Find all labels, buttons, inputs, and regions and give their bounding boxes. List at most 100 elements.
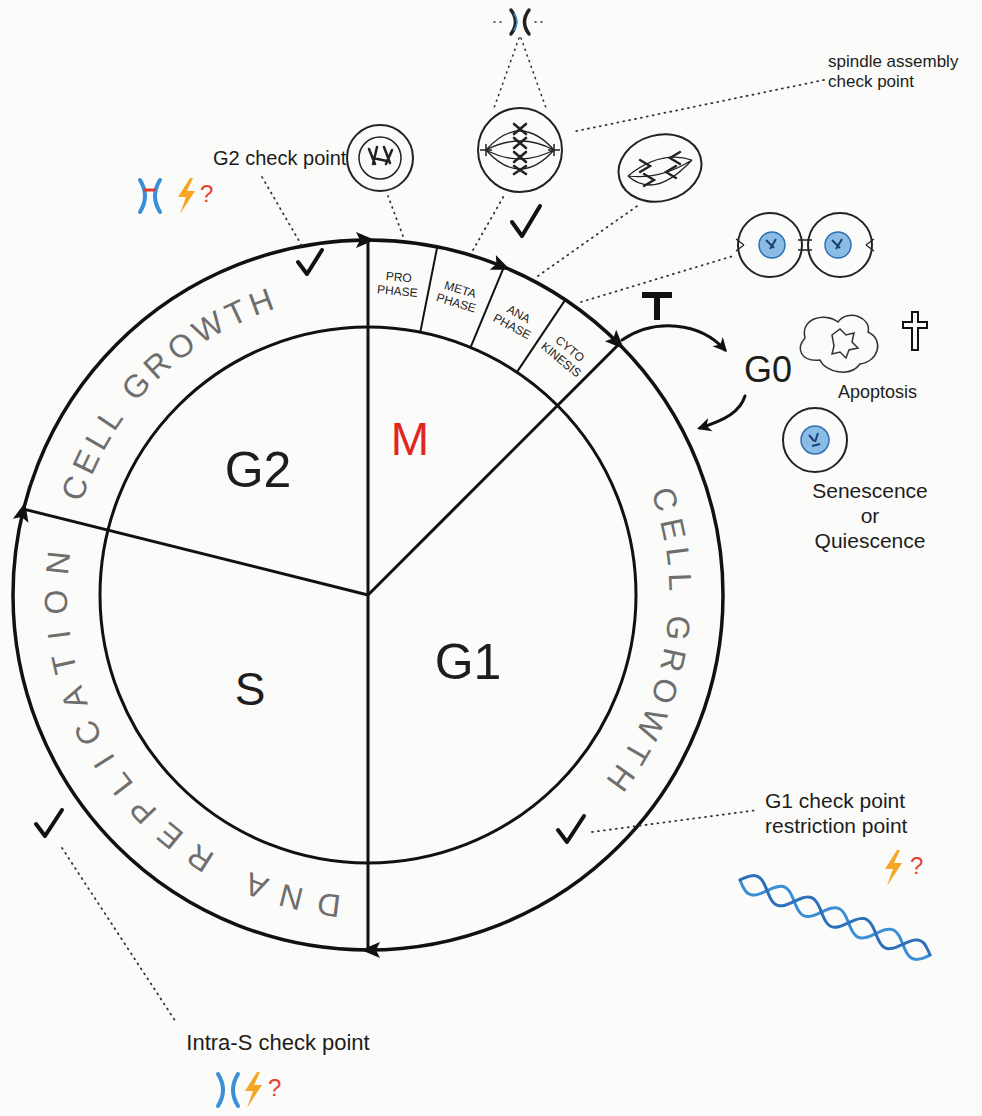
anaphase-cell — [611, 125, 709, 210]
ring-letter: R — [182, 838, 219, 877]
chromosome-detail — [494, 10, 546, 108]
arrow-head — [712, 337, 732, 357]
fate-label: Apoptosis — [838, 382, 917, 404]
ring-letter: I — [88, 748, 120, 773]
senescent-cell — [801, 426, 829, 454]
checkpoint-label: G2 check point — [213, 146, 346, 170]
telophase-cells — [766, 239, 842, 249]
ring-letter: T — [46, 651, 82, 677]
question-mark: ? — [200, 180, 213, 209]
telophase-cells — [736, 213, 874, 277]
telophase-cells — [736, 239, 874, 251]
ring-letter: A — [240, 867, 271, 905]
anaphase-cell — [628, 157, 692, 185]
ring-letter: L — [102, 768, 138, 802]
anaphase-cell — [611, 125, 709, 210]
mitosis-phase-label: PRO PHASE — [369, 269, 427, 302]
arrow-head — [356, 232, 375, 248]
arrow-head — [695, 337, 732, 436]
arrow-head — [695, 418, 713, 436]
cell-cycle-wheel — [13, 232, 723, 958]
damaged-chromosome — [140, 180, 238, 1106]
dna-helix — [740, 876, 930, 955]
arrow-head — [13, 500, 33, 522]
phase-letter: M — [391, 412, 429, 467]
anaphase-cell — [640, 152, 680, 186]
phase-divider — [24, 509, 368, 595]
arrow-head — [490, 255, 514, 277]
state-label: G0 — [744, 348, 792, 391]
death-cross — [903, 312, 927, 350]
check-mark — [298, 250, 322, 274]
metaphase-cell — [480, 144, 560, 156]
ring-letter: D — [316, 887, 343, 922]
chromosome-detail — [494, 22, 546, 108]
ring-letter: E — [151, 817, 188, 855]
senescent-cell — [783, 408, 847, 472]
lightning-symbol — [178, 178, 195, 214]
lightning-symbol — [245, 1072, 262, 1108]
ring-letter: C — [69, 716, 108, 751]
ring-letter: G — [661, 614, 695, 642]
phase-letter: G2 — [225, 440, 292, 500]
ring-letter — [216, 857, 238, 890]
ring-letter: R — [655, 645, 691, 674]
ring-letter: N — [41, 550, 75, 576]
ring-letter: L — [661, 545, 695, 567]
checkpoint-label: spindle assembly check point — [828, 52, 968, 93]
checkpoint-label: G1 check point restriction point — [765, 788, 930, 838]
checkpoint-label: Intra-S check point — [186, 1030, 369, 1056]
signpost-symbol — [642, 292, 672, 320]
check-mark — [558, 816, 584, 842]
leader-line — [62, 848, 176, 1022]
telophase-cells — [808, 213, 872, 277]
question-mark: ? — [268, 1074, 281, 1103]
prophase-cell — [347, 125, 413, 191]
check-mark — [36, 810, 62, 836]
check-mark — [36, 250, 584, 842]
mitosis-phase-label: ANA PHASE — [483, 295, 545, 346]
ring-letter: O — [40, 590, 73, 616]
dna-helix — [740, 876, 930, 960]
leader-line — [388, 196, 403, 236]
lightning-symbol — [178, 178, 902, 1108]
ring-letter: H — [601, 759, 640, 796]
arrow-head — [361, 942, 380, 958]
leader-line — [262, 177, 302, 246]
prophase-cell — [369, 147, 392, 164]
ring-letter: N — [276, 879, 306, 916]
leader-line — [538, 204, 640, 276]
mitosis-divider — [420, 247, 437, 332]
mitosis-phase-label: META PHASE — [427, 276, 489, 319]
check-mark — [512, 206, 540, 236]
senescent-cell — [809, 433, 820, 446]
apoptotic-cell — [800, 315, 877, 372]
ring-letter: A — [55, 683, 92, 714]
lightning-symbol — [885, 850, 902, 886]
prophase-cell — [347, 125, 413, 191]
ring-letter: C — [646, 483, 684, 515]
g0-arrow — [622, 326, 745, 428]
metaphase-cell — [478, 108, 562, 192]
damaged-chromosome — [145, 189, 154, 192]
leader-line — [473, 194, 505, 250]
apoptotic-cell — [800, 315, 877, 372]
arrow-head — [605, 330, 630, 355]
fate-label: Senescence or Quiescence — [806, 478, 934, 554]
chromosome-detail — [511, 10, 529, 34]
damaged-chromosome — [218, 1074, 238, 1106]
phase-divider — [367, 240, 370, 595]
ring-letter: W — [631, 704, 673, 745]
leader-line — [62, 80, 824, 1022]
metaphase-cell — [486, 131, 554, 169]
leader-line — [592, 810, 758, 832]
ring-letter: P — [124, 792, 162, 830]
phase-letter: G1 — [435, 632, 502, 692]
phase-divider — [368, 344, 619, 595]
prophase-cell — [359, 137, 401, 179]
senescent-cell — [783, 408, 847, 472]
ring-letter: H — [244, 283, 277, 321]
ring-letter: O — [646, 674, 684, 708]
apoptotic-cell — [832, 329, 858, 358]
phase-divider — [367, 595, 370, 950]
